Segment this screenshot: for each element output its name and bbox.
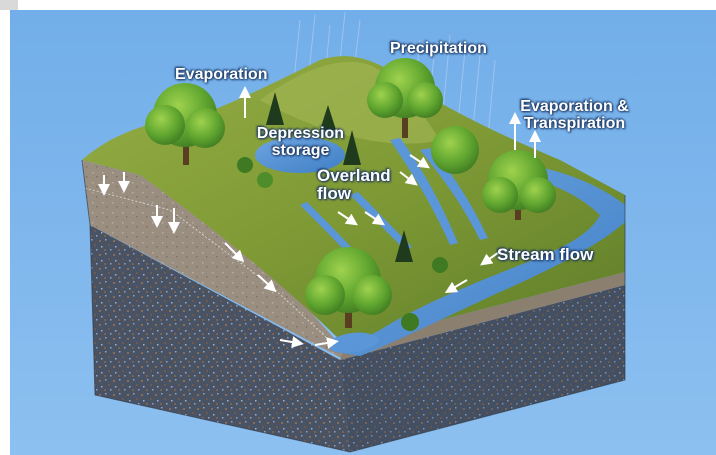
conifer-trees [266,92,413,262]
bedrock-right [340,285,625,452]
soil-layer [82,160,345,360]
flow-arrows [98,86,541,349]
stream [335,162,625,356]
soil-right-strip [340,272,625,360]
tree-group [145,58,556,331]
bedrock-front [90,225,350,452]
depression-storage-pond [255,137,345,173]
corner-mark [0,0,18,10]
